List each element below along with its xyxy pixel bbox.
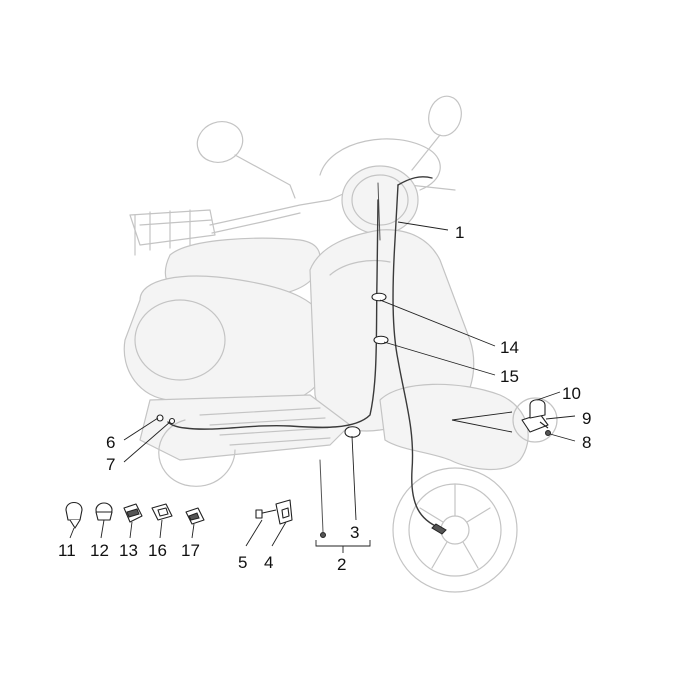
part-11-clamp xyxy=(65,501,83,529)
part-13-holder xyxy=(123,503,143,523)
scooter-silhouette xyxy=(123,95,529,593)
part-17-guide xyxy=(185,507,205,525)
callout-4: 4 xyxy=(264,553,273,572)
callout-2: 2 xyxy=(337,555,346,574)
callout-17: 17 xyxy=(181,541,200,560)
callout-14: 14 xyxy=(500,338,519,357)
callout-15: 15 xyxy=(500,367,519,386)
callout-16: 16 xyxy=(148,541,167,560)
part-4-bracket xyxy=(275,499,293,525)
callout-12: 12 xyxy=(90,541,109,560)
callout-9: 9 xyxy=(582,409,591,428)
part-16-grommet xyxy=(151,503,173,521)
callout-labels: 1 14 15 10 9 8 6 7 3 2 5 4 11 12 13 16 1… xyxy=(58,223,591,574)
bracket-assembly xyxy=(451,397,558,443)
leader-lines xyxy=(69,221,576,553)
part-5-screw xyxy=(255,509,277,519)
callout-13: 13 xyxy=(119,541,138,560)
cable-assembly xyxy=(156,176,447,538)
callout-5: 5 xyxy=(238,553,247,572)
callout-1: 1 xyxy=(455,223,464,242)
callout-6: 6 xyxy=(106,433,115,452)
callout-8: 8 xyxy=(582,433,591,452)
loose-parts xyxy=(65,499,293,529)
callout-10: 10 xyxy=(562,384,581,403)
callout-11: 11 xyxy=(58,541,76,560)
callout-3: 3 xyxy=(350,523,359,542)
callout-7: 7 xyxy=(106,455,115,474)
part-12-hose-clip xyxy=(95,502,113,521)
